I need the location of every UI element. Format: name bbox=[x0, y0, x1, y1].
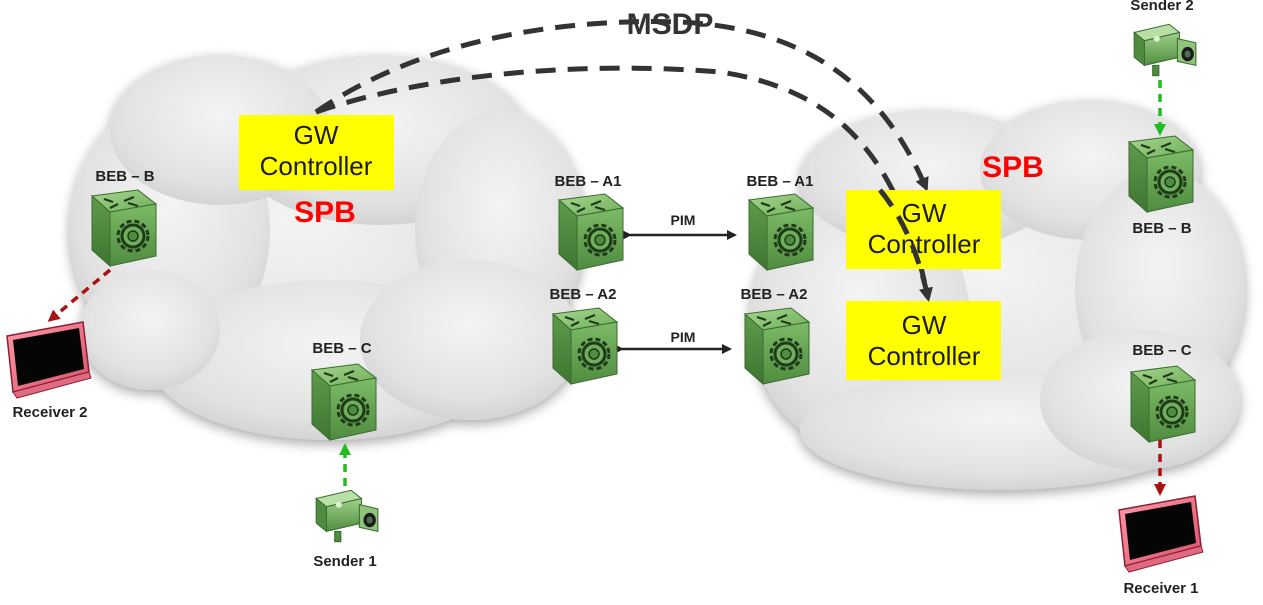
gw-controller-line1: GW bbox=[902, 198, 947, 228]
msdp-arc-outer bbox=[314, 19, 929, 192]
routing-switch-icon bbox=[90, 188, 158, 268]
routing-switch-icon bbox=[551, 306, 619, 386]
right-beb-b-label: BEB – B bbox=[1132, 220, 1191, 237]
gw-controller-right-top: GW Controller bbox=[846, 190, 1001, 269]
spb-label-left: SPB bbox=[294, 196, 356, 229]
receiver-1: Receiver 1 bbox=[1118, 495, 1204, 597]
msdp-label: MSDP bbox=[627, 8, 714, 41]
routing-switch-icon bbox=[747, 192, 815, 272]
left-beb-a2-label: BEB – A2 bbox=[550, 286, 617, 303]
gw-controller-left: GW Controller bbox=[239, 115, 394, 190]
pim-link-top: PIM bbox=[622, 212, 737, 240]
gw-controller-line2: Controller bbox=[260, 151, 373, 181]
right-beb-c-label: BEB – C bbox=[1132, 342, 1191, 359]
receiver-2: Receiver 2 bbox=[6, 321, 92, 421]
gw-controller-line1: GW bbox=[294, 120, 339, 150]
sender-2: Sender 2 bbox=[1130, 0, 1197, 77]
msdp-session-arcs bbox=[314, 19, 933, 302]
gw-controller-box bbox=[239, 115, 394, 190]
left-beb-b-label: BEB – B bbox=[95, 168, 154, 185]
left-beb-c-switch: BEB – C bbox=[310, 340, 378, 442]
gw-controller-box bbox=[846, 301, 1001, 380]
spb-label-right: SPB bbox=[982, 151, 1044, 184]
sender-1: Sender 1 bbox=[313, 489, 379, 570]
right-beb-a1-label: BEB – A1 bbox=[747, 173, 814, 190]
right-beb-c-switch: BEB – C bbox=[1129, 342, 1197, 444]
right-beb-b-switch: BEB – B bbox=[1127, 134, 1195, 237]
right-beb-a1-switch: BEB – A1 bbox=[747, 173, 815, 272]
msdp-arc-inner bbox=[315, 65, 933, 302]
pim-label-top: PIM bbox=[671, 212, 696, 228]
routing-switch-icon bbox=[557, 192, 625, 272]
pim-link-bottom: PIM bbox=[614, 329, 732, 354]
left-beb-b-switch: BEB – B bbox=[90, 168, 158, 268]
left-beb-a2-switch: BEB – A2 bbox=[550, 286, 619, 386]
sender-1-label: Sender 1 bbox=[313, 553, 376, 570]
gw-controller-line1: GW bbox=[902, 310, 947, 340]
receiver-1-label: Receiver 1 bbox=[1123, 580, 1198, 597]
sender-2-label: Sender 2 bbox=[1130, 0, 1193, 14]
routing-switch-icon bbox=[310, 362, 378, 442]
receiver-2-label: Receiver 2 bbox=[12, 404, 87, 421]
gw-controller-line2: Controller bbox=[868, 341, 981, 371]
camera-icon bbox=[1133, 23, 1197, 77]
routing-switch-icon bbox=[1129, 364, 1197, 444]
gw-controller-right-bottom: GW Controller bbox=[846, 301, 1001, 380]
monitor-icon bbox=[6, 321, 92, 399]
left-beb-a1-switch: BEB – A1 bbox=[555, 173, 625, 272]
monitor-icon bbox=[1118, 495, 1204, 573]
gw-controller-line2: Controller bbox=[868, 229, 981, 259]
right-beb-a2-label: BEB – A2 bbox=[741, 286, 808, 303]
pim-label-bottom: PIM bbox=[671, 329, 696, 345]
camera-icon bbox=[315, 489, 379, 543]
right-beb-a2-switch: BEB – A2 bbox=[741, 286, 811, 386]
gw-controller-box bbox=[846, 190, 1001, 269]
routing-switch-icon bbox=[1127, 134, 1195, 214]
routing-switch-icon bbox=[743, 306, 811, 386]
msdp-arc-inner-overlay bbox=[878, 188, 933, 302]
left-beb-a1-label: BEB – A1 bbox=[555, 173, 622, 190]
left-beb-c-label: BEB – C bbox=[312, 340, 371, 357]
